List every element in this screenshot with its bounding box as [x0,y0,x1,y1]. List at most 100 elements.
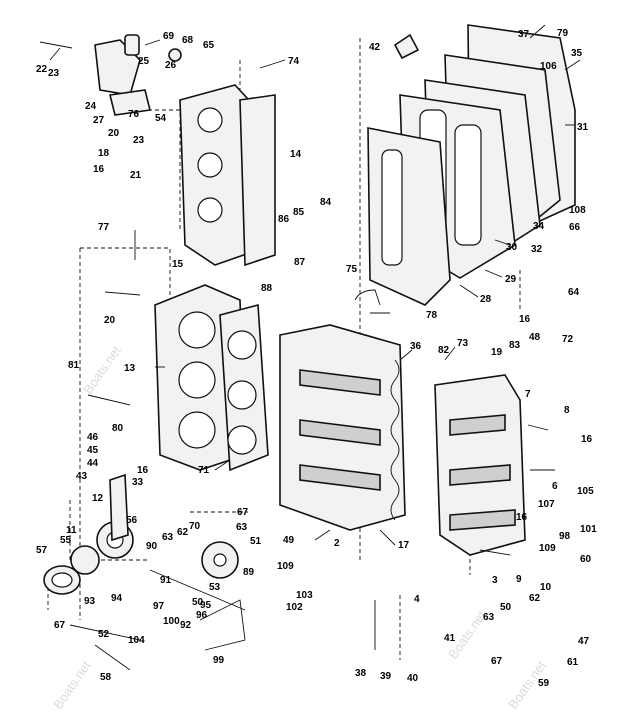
callout-label: 105 [577,486,594,497]
callout-label: 94 [111,593,123,604]
callout-label: 6 [552,481,558,492]
callout-label: 74 [288,56,300,67]
callout-label: 70 [189,521,201,532]
callout-label: 60 [580,554,592,565]
callout-label: 23 [133,135,145,146]
callout-label: 67 [54,620,66,631]
callout-label: 100 [163,616,180,627]
callout-label: 10 [540,582,552,593]
callout-label: 69 [163,31,175,42]
callout-label: 98 [559,531,571,542]
callout-label: 63 [483,612,495,623]
anode-part [393,33,420,60]
callout-label: 14 [290,149,302,160]
callout-label: 56 [126,515,138,526]
callout-label: 20 [104,315,116,326]
callout-label: 30 [506,242,518,253]
callout-label: 64 [568,287,580,298]
callout-label: 40 [407,673,419,684]
callout-label: 3 [492,575,498,586]
callout-label: 15 [172,259,184,270]
callout-label: 92 [180,620,192,631]
callout-label: 41 [444,633,456,644]
callout-label: 68 [182,35,194,46]
callout-label: 77 [98,222,110,233]
callout-label: 13 [124,363,136,374]
callout-label: 93 [84,596,96,607]
callout-label: 21 [130,170,142,181]
callout-label: 102 [286,602,303,613]
callout-label: 95 [200,600,212,611]
thermostat-parts [94,34,182,116]
callout-label: 24 [85,101,97,112]
callout-label: 43 [76,471,88,482]
callout-label: 42 [369,42,381,53]
callout-label: 97 [153,601,165,612]
callout-label: 73 [457,338,469,349]
callout-label: 67 [491,656,503,667]
callout-label: 61 [567,657,579,668]
callout-label: 109 [277,561,294,572]
callout-label: 58 [100,672,112,683]
callout-label: 16 [581,434,593,445]
callout-label: 16 [519,314,531,325]
callout-label: 16 [137,465,149,476]
callout-label: 37 [518,29,530,40]
callout-label: 7 [525,389,531,400]
callout-label: 82 [438,345,450,356]
callout-numbers: 22 23 25 69 68 26 65 74 24 27 76 54 20 2… [36,28,597,689]
callout-label: 35 [571,48,583,59]
callout-label: 75 [346,264,358,275]
callout-label: 53 [209,582,221,593]
callout-label: 103 [296,590,313,601]
callout-label: 87 [294,257,306,268]
callout-label: 63 [162,532,174,543]
callout-label: 49 [283,535,295,546]
callout-label: 26 [165,60,177,71]
crankcase-seal-strip [390,359,400,521]
callout-label: 54 [155,113,167,124]
callout-label: 57 [36,545,48,556]
callout-label: 23 [48,68,60,79]
callout-label: 12 [92,493,104,504]
callout-label: 104 [128,635,145,646]
callout-label: 4 [414,594,420,605]
callout-label: 83 [509,340,521,351]
callout-label: 44 [87,458,99,469]
callout-label: 62 [177,527,189,538]
callout-label: 22 [36,64,48,75]
callout-label: 8 [564,405,570,416]
callout-label: 16 [516,512,528,523]
callout-label: 31 [577,122,589,133]
callout-label: 80 [112,423,124,434]
callout-label: 106 [540,61,557,72]
callout-label: 29 [505,274,517,285]
cover-plates-stack [367,24,576,306]
callout-label: 76 [128,109,140,120]
callout-label: 71 [198,465,210,476]
callout-label: 65 [203,40,215,51]
cylinder-head-lower [154,284,269,472]
callout-label: 84 [320,197,332,208]
callout-label: 78 [426,310,438,321]
callout-label: 50 [192,597,204,608]
callout-label: 90 [146,541,158,552]
callout-label: 86 [278,214,290,225]
callout-label: 38 [355,668,367,679]
callout-label: 46 [87,432,99,443]
callout-label: 17 [398,540,410,551]
callout-label: 88 [261,283,273,294]
callout-label: 107 [538,499,555,510]
callout-label: 85 [293,207,305,218]
callout-label: 96 [196,610,208,621]
bolts-and-rods [39,41,555,671]
callout-label: 99 [213,655,225,666]
callout-label: 63 [236,522,248,533]
cylinder-head-upper [179,84,276,267]
callout-label: 34 [533,221,545,232]
callout-label: 32 [531,244,543,255]
callout-label: 16 [93,164,105,175]
callout-label: 36 [410,341,422,352]
callout-label: 27 [93,115,105,126]
